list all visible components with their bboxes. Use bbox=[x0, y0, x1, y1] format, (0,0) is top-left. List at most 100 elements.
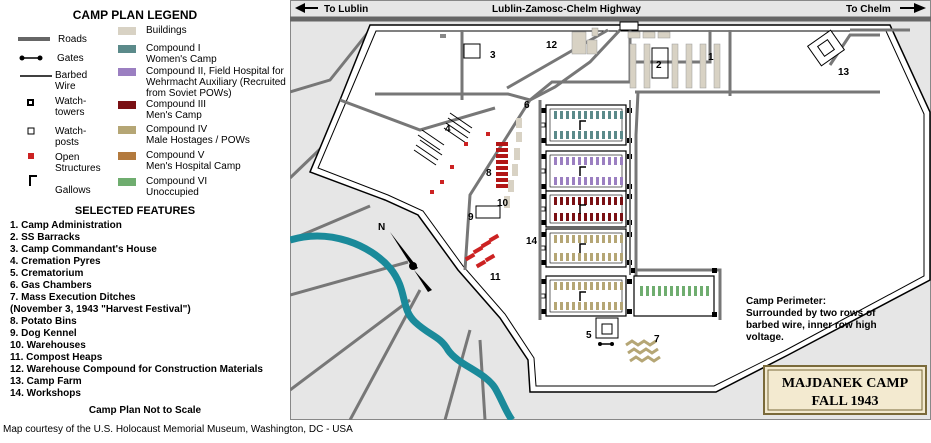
barrack bbox=[560, 111, 563, 119]
watchpost-icon bbox=[540, 206, 546, 212]
barrack bbox=[596, 235, 599, 243]
barrack bbox=[554, 213, 557, 221]
barrack bbox=[596, 197, 599, 205]
barrack bbox=[560, 213, 563, 221]
barrack bbox=[602, 157, 605, 165]
map-title-line-1: MAJDANEK CAMP bbox=[782, 376, 909, 391]
barrack bbox=[590, 302, 593, 310]
legend-symbols bbox=[18, 37, 52, 186]
barrack bbox=[578, 197, 581, 205]
barrack bbox=[560, 157, 563, 165]
barrack bbox=[584, 253, 587, 261]
camp-farm bbox=[806, 29, 846, 67]
barrack bbox=[596, 177, 599, 185]
perimeter-note: Camp Perimeter: Surrounded by two rows o… bbox=[746, 296, 877, 343]
barrack bbox=[554, 157, 557, 165]
north-label: N bbox=[378, 222, 385, 233]
watchtower-icon bbox=[627, 309, 632, 314]
barrack bbox=[566, 302, 569, 310]
barrack bbox=[590, 235, 593, 243]
watchtower-icon bbox=[712, 312, 717, 317]
perimeter-title: Camp Perimeter: bbox=[746, 296, 826, 307]
barrack bbox=[670, 286, 673, 296]
barrack bbox=[578, 282, 581, 290]
barrack bbox=[566, 282, 569, 290]
label-3: 3 bbox=[490, 50, 496, 61]
barrack bbox=[590, 282, 593, 290]
compound-enclosure bbox=[545, 228, 627, 268]
watchtower-icon bbox=[627, 279, 632, 284]
label-11: 11 bbox=[490, 272, 501, 283]
barrack bbox=[646, 286, 649, 296]
barrack bbox=[602, 197, 605, 205]
barrack bbox=[566, 177, 569, 185]
barrack bbox=[596, 302, 599, 310]
barrack bbox=[560, 235, 563, 243]
barrack bbox=[590, 253, 593, 261]
execution-ditches bbox=[625, 339, 661, 363]
feature-item: 9. Dog Kennel bbox=[10, 328, 77, 339]
watchpost-icon bbox=[540, 245, 546, 251]
barrack bbox=[658, 286, 661, 296]
barrack bbox=[614, 111, 617, 119]
barrack bbox=[578, 213, 581, 221]
barrack bbox=[608, 235, 611, 243]
barrack bbox=[560, 302, 563, 310]
barrack bbox=[602, 282, 605, 290]
feature-item: 10. Warehouses bbox=[10, 340, 86, 351]
barrack bbox=[560, 253, 563, 261]
barrack bbox=[596, 111, 599, 119]
barrack bbox=[620, 111, 623, 119]
feature-item: 14. Workshops bbox=[10, 388, 81, 399]
warehouses bbox=[504, 118, 522, 208]
barrack bbox=[584, 213, 587, 221]
barrack bbox=[554, 177, 557, 185]
label-14: 14 bbox=[526, 236, 538, 247]
arrow-left-icon bbox=[295, 3, 305, 13]
camp-map: To Lublin Lublin-Zamosc-Chelm Highway To… bbox=[290, 0, 931, 420]
barrack bbox=[608, 253, 611, 261]
label-12: 12 bbox=[546, 40, 558, 51]
to-lublin-label: To Lublin bbox=[324, 4, 368, 15]
compound-legend-label: Compound II, Field Hospital for Wehrmach… bbox=[146, 66, 286, 99]
feature-item: 3. Camp Commandant's House bbox=[10, 244, 157, 255]
compound-swatch bbox=[118, 126, 136, 134]
barrack bbox=[620, 131, 623, 139]
label-8: 8 bbox=[486, 168, 492, 179]
barrack bbox=[620, 282, 623, 290]
barrack bbox=[608, 177, 611, 185]
barrack bbox=[640, 286, 643, 296]
barrack bbox=[608, 302, 611, 310]
barrack bbox=[554, 197, 557, 205]
barrack bbox=[584, 177, 587, 185]
map-title-line-2: FALL 1943 bbox=[811, 394, 878, 409]
barrack bbox=[602, 177, 605, 185]
feature-item: 6. Gas Chambers bbox=[10, 280, 92, 291]
barrack bbox=[584, 302, 587, 310]
watchtower-icon bbox=[541, 260, 546, 265]
label-6: 6 bbox=[524, 100, 530, 111]
gallows-icon bbox=[579, 204, 586, 214]
label-2: 2 bbox=[656, 60, 662, 71]
barrack bbox=[620, 302, 623, 310]
cremation-pyres bbox=[413, 112, 473, 166]
barrack bbox=[590, 177, 593, 185]
compound-swatch bbox=[118, 101, 136, 109]
barrack bbox=[620, 197, 623, 205]
barrack bbox=[566, 197, 569, 205]
barrack bbox=[554, 253, 557, 261]
barrack bbox=[620, 253, 623, 261]
barrack bbox=[578, 235, 581, 243]
feature-item: (November 3, 1943 "Harvest Festival") bbox=[10, 304, 191, 315]
barrack bbox=[590, 213, 593, 221]
watchtower-icon bbox=[541, 154, 546, 159]
compost-heaps bbox=[464, 233, 500, 269]
ss-barracks bbox=[651, 47, 669, 79]
barrack bbox=[572, 213, 575, 221]
feature-item: 1. Camp Administration bbox=[10, 220, 122, 231]
compound-swatch bbox=[118, 45, 136, 53]
barrack bbox=[608, 157, 611, 165]
